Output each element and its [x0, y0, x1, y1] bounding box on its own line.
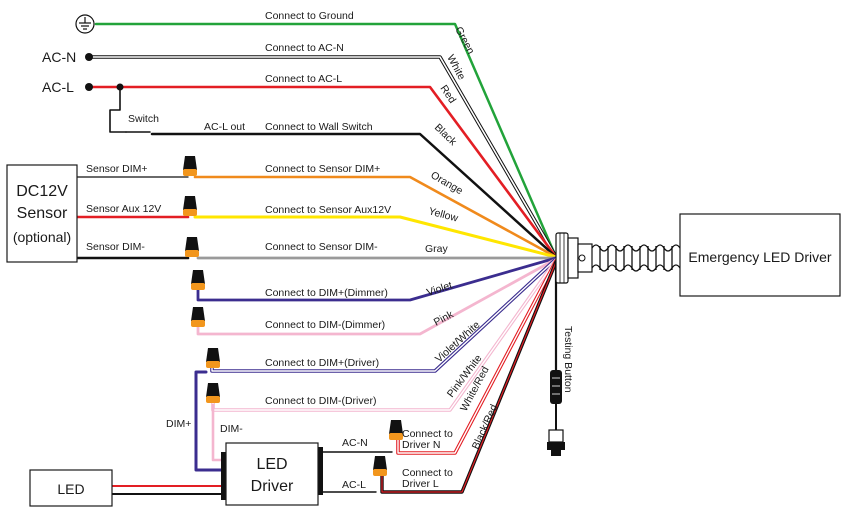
led-driver-box: LED Driver: [221, 442, 323, 506]
sensor-title-2: Sensor: [17, 205, 68, 222]
sensor-title-3: (optional): [13, 229, 71, 245]
sensor-pin-dim-minus: Sensor DIM-: [86, 241, 145, 253]
connect-label-sensor-dim-plus: Connect to Sensor DIM+: [265, 163, 380, 175]
label-driver-ac-n: AC-N: [342, 437, 368, 449]
connect-label-dim-plus-dimmer: Connect to DIM+(Dimmer): [265, 287, 388, 299]
wire-orange: [193, 175, 558, 259]
terminal-ac-l: [85, 83, 93, 91]
wire-label-pink: Pink: [432, 308, 456, 329]
sensor-pin-dim-plus: Sensor DIM+: [86, 163, 148, 175]
wire-nut-icon: [389, 420, 403, 440]
label-dim-minus: DIM-: [220, 423, 243, 435]
connection-labels: Connect to Ground Connect to AC-N Connec…: [265, 10, 391, 407]
connect-label-ac-n: Connect to AC-N: [265, 42, 344, 54]
label-connect-driver-n-1: Connect to: [402, 428, 453, 440]
label-ac-l-out: AC-L out: [204, 121, 245, 133]
label-ac-l: AC-L: [42, 79, 74, 95]
wire-nut-icon: [206, 383, 220, 403]
emergency-driver-box: Emergency LED Driver: [679, 213, 841, 297]
wire-violet-white-outline: [210, 257, 558, 373]
wire-label-black-red: Black/Red: [470, 402, 500, 451]
label-driver-ac-l: AC-L: [342, 479, 366, 491]
connect-label-dim-minus-driver: Connect to DIM-(Driver): [265, 395, 376, 407]
wire-switch: [109, 86, 127, 133]
wire-yellow: [193, 215, 558, 259]
wire-red: [88, 85, 558, 259]
ground-symbol: [75, 14, 95, 34]
wire-pink: [196, 257, 558, 336]
connect-label-ground: Connect to Ground: [265, 10, 354, 22]
connect-label-sensor-dim-minus: Connect to Sensor DIM-: [265, 241, 378, 253]
wire-nut-icon: [206, 348, 220, 368]
label-switch: Switch: [128, 113, 159, 125]
connect-label-ac-l: Connect to AC-L: [265, 73, 342, 85]
emergency-driver-title: Emergency LED Driver: [688, 249, 831, 265]
connect-label-dim-minus-dimmer: Connect to DIM-(Dimmer): [265, 319, 385, 331]
wire-nut-icon: [373, 456, 387, 476]
wire-violet: [196, 256, 558, 302]
label-connect-driver-l-2: Driver L: [402, 478, 439, 490]
wire-nut-icon: [183, 196, 197, 216]
connect-label-sensor-aux: Connect to Sensor Aux12V: [265, 204, 391, 216]
wire-nut-icon: [183, 156, 197, 176]
connect-label-wall-switch: Connect to Wall Switch: [265, 121, 373, 133]
wire-label-black: Black: [432, 122, 459, 149]
led-driver-title-2: Driver: [251, 478, 294, 495]
label-testing-button: Testing Button: [562, 326, 574, 393]
wires: [75, 22, 558, 495]
wire-black-red-stripe: [381, 261, 557, 493]
terminal-ac-n: [85, 53, 93, 61]
wire-nut-icon: [185, 237, 199, 257]
label-ac-n: AC-N: [42, 49, 76, 65]
flex-conduit: [591, 244, 681, 272]
conduit-connector: [555, 232, 593, 284]
wire-violet-white: [211, 258, 557, 372]
label-dim-plus: DIM+: [166, 418, 191, 430]
wire-nut-icon: [191, 270, 205, 290]
sensor-box: DC12V Sensor (optional): [6, 164, 78, 263]
wire-nut-icon: [191, 307, 205, 327]
wire-label-violet: Violet: [425, 279, 454, 298]
connect-label-dim-plus-driver: Connect to DIM+(Driver): [265, 357, 379, 369]
led-title: LED: [57, 481, 84, 497]
wire-label-orange: Orange: [429, 169, 465, 197]
sensor-title-1: DC12V: [16, 183, 68, 200]
wire-label-yellow: Yellow: [427, 205, 459, 224]
wire-label-green: Green: [452, 25, 476, 57]
wire-driver-dim-plus: [194, 370, 228, 472]
led-box: LED: [29, 469, 113, 507]
label-connect-driver-l-1: Connect to: [402, 467, 453, 479]
led-driver-title-1: LED: [256, 456, 287, 473]
wire-white-red: [397, 260, 557, 454]
terminal-switch-in: [116, 83, 124, 91]
testing-button-icon: [547, 370, 565, 456]
wire-black: [150, 132, 558, 259]
wire-label-gray: Gray: [425, 243, 449, 255]
sensor-pin-aux: Sensor Aux 12V: [86, 203, 161, 215]
label-connect-driver-n-2: Driver N: [402, 439, 441, 451]
wire-white: [89, 56, 557, 258]
wire-green: [94, 22, 558, 259]
